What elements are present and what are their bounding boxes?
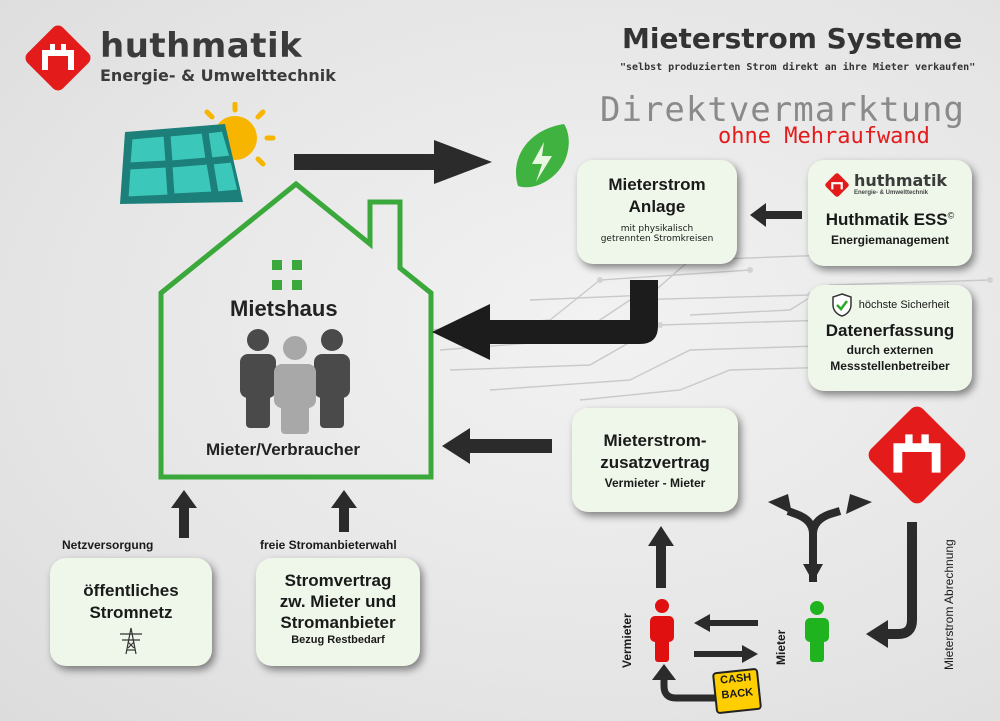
arrow-cashback — [652, 664, 718, 702]
arrow-vertrag-to-house — [442, 428, 552, 464]
script-subtitle: ohne Mehraufwand — [718, 124, 930, 149]
brand-tagline: Energie- & Umwelttechnik — [100, 66, 336, 85]
card-zusatzvertrag: Mieterstrom- zusatzvertrag Vermieter - M… — [572, 408, 738, 512]
arrow-solar-to-green — [294, 140, 492, 184]
daten-title: Datenerfassung — [825, 321, 955, 340]
leaf-bolt-icon — [515, 124, 569, 188]
ess-mark: © — [947, 210, 955, 221]
card-datenerfassung: höchste Sicherheit Datenerfassung durch … — [808, 285, 972, 391]
power-pylon-icon — [120, 627, 142, 655]
arrow-netz-to-house — [171, 490, 197, 538]
anbieter-line-3: Stromanbieter — [280, 613, 396, 632]
anlage-title-1: Mieterstrom — [608, 175, 706, 194]
arrow-anlage-to-house — [432, 280, 658, 360]
label-netzversorgung: Netzversorgung — [62, 538, 154, 552]
ess-sub: Energiemanagement — [830, 233, 950, 247]
page-title: Mieterstrom Systeme — [622, 22, 963, 55]
fork-arrow — [768, 494, 872, 582]
ess-title: Huthmatik ESS — [825, 210, 948, 229]
card-stromnetz: öffentliches Stromnetz — [50, 558, 212, 666]
page-subtitle: "selbst produzierten Strom direkt an ihr… — [620, 62, 976, 73]
cashback-line-2: BACK — [720, 686, 754, 702]
house-outline — [158, 180, 434, 480]
huthmatik-logo-icon — [25, 25, 91, 91]
label-vermieter: Vermieter — [620, 613, 634, 668]
netz-line-2: Stromnetz — [89, 603, 173, 622]
solar-panel-icon — [120, 102, 276, 204]
shield-check-icon — [832, 293, 852, 317]
anlage-title-2: Anlage — [628, 197, 686, 216]
arrow-ess-to-anlage — [750, 203, 802, 227]
exchange-arrows — [694, 614, 758, 663]
label-anbieterwahl: freie Stromanbieterwahl — [260, 538, 397, 552]
label-mieter: Mieter — [774, 629, 788, 665]
script-title: Direktvermarktung — [600, 90, 965, 130]
brand-name: huthmatik — [100, 26, 303, 66]
daten-badge: höchste Sicherheit — [858, 299, 950, 311]
anbieter-line-2: zw. Mieter und — [279, 592, 397, 611]
arrow-vermieter-to-vertrag — [648, 526, 674, 588]
card-mieterstrom-anlage: Mieterstrom Anlage mit physikalisch getr… — [577, 160, 737, 264]
anbieter-sub: Bezug Restbedarf — [291, 634, 385, 646]
daten-sub-2: Messstellenbetreiber — [830, 359, 950, 373]
ess-logo-icon — [825, 173, 849, 197]
anlage-sub-2: getrennten Stromkreisen — [600, 234, 714, 244]
daten-sub-1: durch externen — [846, 343, 934, 357]
anbieter-line-1: Stromvertrag — [284, 571, 392, 590]
arrow-anbieter-to-house — [331, 490, 357, 532]
ess-logo-name: huthmatik — [854, 171, 948, 190]
house-title: Mietshaus — [230, 296, 338, 321]
label-abrechnung: Mieterstrom Abrechnung — [942, 539, 956, 670]
vertrag-sub: Vermieter - Mieter — [604, 476, 706, 490]
card-stromvertrag: Stromvertrag zw. Mieter und Stromanbiete… — [256, 558, 420, 666]
people-icon — [240, 329, 350, 434]
cashback-icon: CASH BACK — [711, 667, 763, 715]
mieter-person-icon — [805, 601, 829, 662]
ess-logo-tagline: Energie- & Umwelttechnik — [854, 190, 929, 196]
house-label: Mieter/Verbraucher — [206, 440, 361, 459]
vertrag-title-1: Mieterstrom- — [603, 431, 707, 450]
vertrag-title-2: zusatzvertrag — [600, 453, 710, 472]
anlage-sub-1: mit physikalisch — [620, 224, 694, 234]
huthmatik-logo-large-icon — [868, 406, 966, 504]
card-huthmatik-ess: huthmatik Energie- & Umwelttechnik Huthm… — [808, 160, 972, 266]
netz-line-1: öffentliches — [83, 581, 179, 600]
arrow-abrechnung — [866, 522, 917, 648]
vermieter-person-icon — [650, 599, 674, 662]
ess-logo: huthmatik Energie- & Umwelttechnik — [808, 170, 972, 200]
